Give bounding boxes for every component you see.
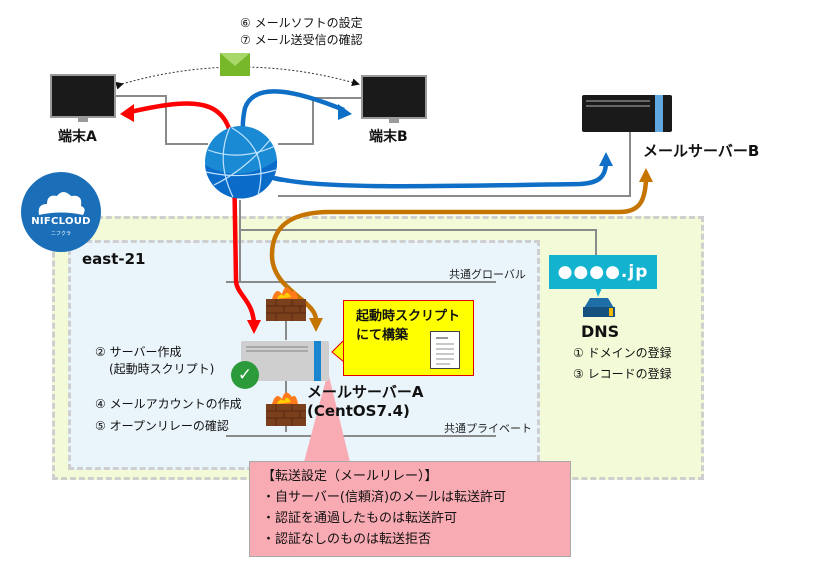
relay-callout-pointer bbox=[304, 372, 350, 462]
step-5-open-relay-check: ⑤ オープンリレーの確認 bbox=[95, 419, 229, 433]
monitor-icon bbox=[50, 74, 116, 118]
top-steps: ⑥ メールソフトの設定 ⑦ メール送受信の確認 bbox=[240, 15, 363, 49]
dns-server-icon bbox=[583, 298, 615, 317]
firewall-icon-global bbox=[266, 287, 306, 321]
relay-rule-authenticated: ・認証を通過したものは転送許可 bbox=[262, 511, 458, 526]
mail-server-b[interactable] bbox=[582, 95, 672, 132]
path-blue-to-mail-b bbox=[274, 163, 609, 189]
mail-server-b-label: メールサーバーB bbox=[643, 142, 760, 160]
arrowhead-blue-terminal-b bbox=[338, 104, 352, 120]
monitor-icon bbox=[361, 75, 427, 119]
nifcloud-brand: NIFCLOUD bbox=[31, 216, 91, 227]
link-global-dns bbox=[240, 229, 597, 258]
startup-script-callout: 起動時スクリプト にて構築 bbox=[343, 300, 474, 376]
relay-title: 【転送設定（メールリレー）】 bbox=[262, 469, 438, 484]
arrowhead-red-terminal-a bbox=[120, 104, 134, 122]
arrowhead-red-server-a bbox=[247, 320, 261, 334]
zone-label: east-21 bbox=[82, 250, 146, 268]
arrowhead-orange-mail-b bbox=[639, 168, 653, 182]
terminal-b[interactable] bbox=[361, 75, 427, 123]
dns-step-1-domain-registration: ① ドメインの登録 bbox=[573, 346, 672, 360]
dns-step-3-record-registration: ③ レコードの登録 bbox=[573, 367, 672, 381]
check-icon: ✓ bbox=[231, 361, 259, 389]
dns-domain-tag: ●●●●.jp bbox=[549, 255, 657, 289]
relay-settings-callout: 【転送設定（メールリレー）】 ・自サーバー(信頼済)のメールは転送許可 ・認証を… bbox=[249, 461, 571, 557]
firewall-icon-private bbox=[266, 392, 306, 426]
envelope-icon bbox=[220, 53, 250, 76]
dns-label: DNS bbox=[581, 322, 620, 341]
document-icon bbox=[430, 331, 460, 369]
step-2-server-creation: ② サーバー作成 (起動時スクリプト) bbox=[95, 345, 215, 376]
mail-exchange-arc bbox=[115, 66, 360, 90]
step-7-mail-send-receive-check: ⑦ メール送受信の確認 bbox=[240, 33, 363, 47]
nifcloud-sub: ニフクラ bbox=[50, 231, 71, 237]
arrowhead-orange-server-a bbox=[309, 318, 323, 332]
dns-tag-pointer bbox=[595, 288, 602, 297]
private-network-label: 共通プライベート bbox=[444, 422, 532, 435]
mail-server-a-os: (CentOS7.4) bbox=[307, 402, 410, 420]
link-terminal-b bbox=[278, 97, 363, 145]
mail-server-a-label: メールサーバーA (CentOS7.4) bbox=[307, 383, 423, 421]
terminal-b-label: 端末B bbox=[369, 129, 408, 145]
terminal-a-label: 端末A bbox=[58, 129, 97, 145]
relay-rule-trusted: ・自サーバー(信頼済)のメールは転送許可 bbox=[262, 490, 507, 505]
link-internet-mail-b bbox=[278, 132, 631, 197]
step-4-mail-account: ④ メールアカウントの作成 bbox=[95, 397, 242, 411]
link-terminal-a bbox=[116, 95, 208, 145]
step-6-mail-software-setup: ⑥ メールソフトの設定 bbox=[240, 16, 363, 30]
arrowhead-blue-mail-b bbox=[599, 152, 613, 166]
nifcloud-logo: NIFCLOUD ニフクラ bbox=[21, 172, 101, 252]
cloud-icon bbox=[38, 192, 85, 215]
global-network-label: 共通グローバル bbox=[449, 268, 526, 281]
internet-globe-icon bbox=[205, 126, 278, 199]
relay-rule-unauthenticated: ・認証なしのものは転送拒否 bbox=[262, 532, 432, 547]
mail-server-a-name: メールサーバーA bbox=[307, 383, 424, 401]
terminal-a[interactable] bbox=[50, 74, 116, 122]
